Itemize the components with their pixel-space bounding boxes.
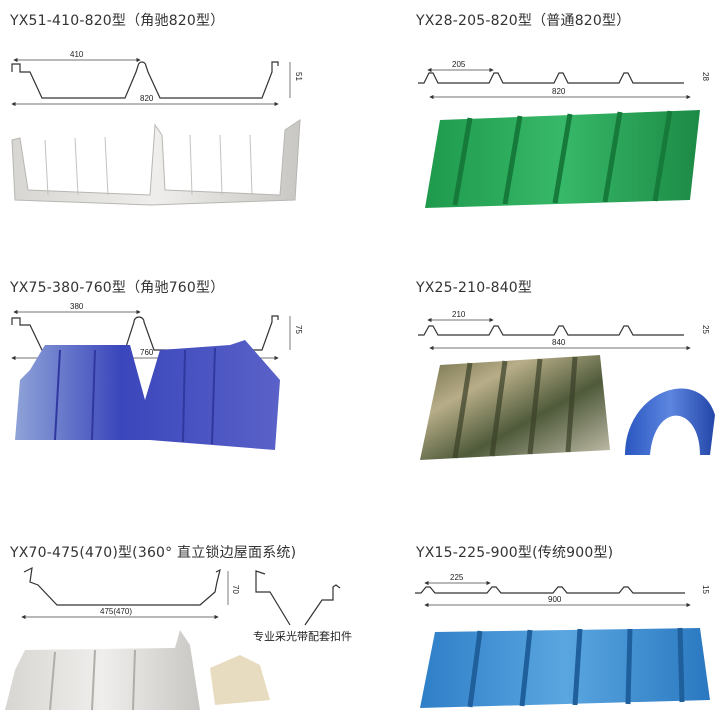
profile-diagram-yx15: 225 900 15 [415, 573, 710, 608]
profile-diagram-yx28: 205 820 28 [418, 60, 710, 100]
height-label: 28 [701, 72, 710, 81]
product-photo-yx25 [420, 355, 715, 460]
product-photo-yx70 [5, 630, 270, 710]
product-title-yx51: YX51-410-820型（角驰820型） [10, 13, 225, 29]
height-label: 25 [701, 325, 710, 334]
curved-panel-photo [625, 388, 715, 455]
product-title-yx28: YX28-205-820型（普通820型） [416, 13, 631, 29]
accessory-caption: 专业采光带配套扣件 [253, 629, 352, 643]
width-label: 820 [552, 87, 566, 96]
joint-detail-photo [210, 655, 270, 705]
product-title-yx70: YX70-475(470)型(360° 直立锁边屋面系统) [10, 545, 297, 561]
pitch-label: 205 [452, 60, 466, 69]
width-label: 475(470) [100, 607, 132, 616]
product-photo-yx51 [11, 119, 301, 206]
width-label: 840 [552, 338, 566, 347]
height-label: 51 [294, 72, 303, 81]
product-photo-yx75 [15, 340, 280, 450]
profile-diagram-yx25: 210 840 25 [418, 310, 710, 351]
product-photo-yx28 [425, 110, 700, 208]
height-label: 15 [701, 585, 710, 594]
profile-diagram-yx51: 410 820 51 [11, 50, 303, 107]
width-label: 900 [548, 595, 562, 604]
pitch-label: 225 [450, 573, 464, 582]
height-label: 75 [294, 325, 303, 334]
product-title-yx75: YX75-380-760型（角驰760型） [10, 280, 225, 296]
product-title-yx25: YX25-210-840型 [416, 280, 533, 296]
pitch-label: 380 [70, 302, 84, 311]
pitch-label: 410 [70, 50, 84, 59]
width-label: 820 [140, 94, 154, 103]
clip-accessories: 专业采光带配套扣件 [253, 570, 352, 643]
width-label: 760 [140, 348, 154, 357]
product-photo-yx15 [420, 627, 710, 708]
product-title-yx15: YX15-225-900型(传统900型) [416, 545, 614, 561]
height-label: 70 [231, 585, 240, 594]
profile-diagram-yx70: 475(470) 70 [21, 566, 240, 620]
pitch-label: 210 [452, 310, 466, 319]
